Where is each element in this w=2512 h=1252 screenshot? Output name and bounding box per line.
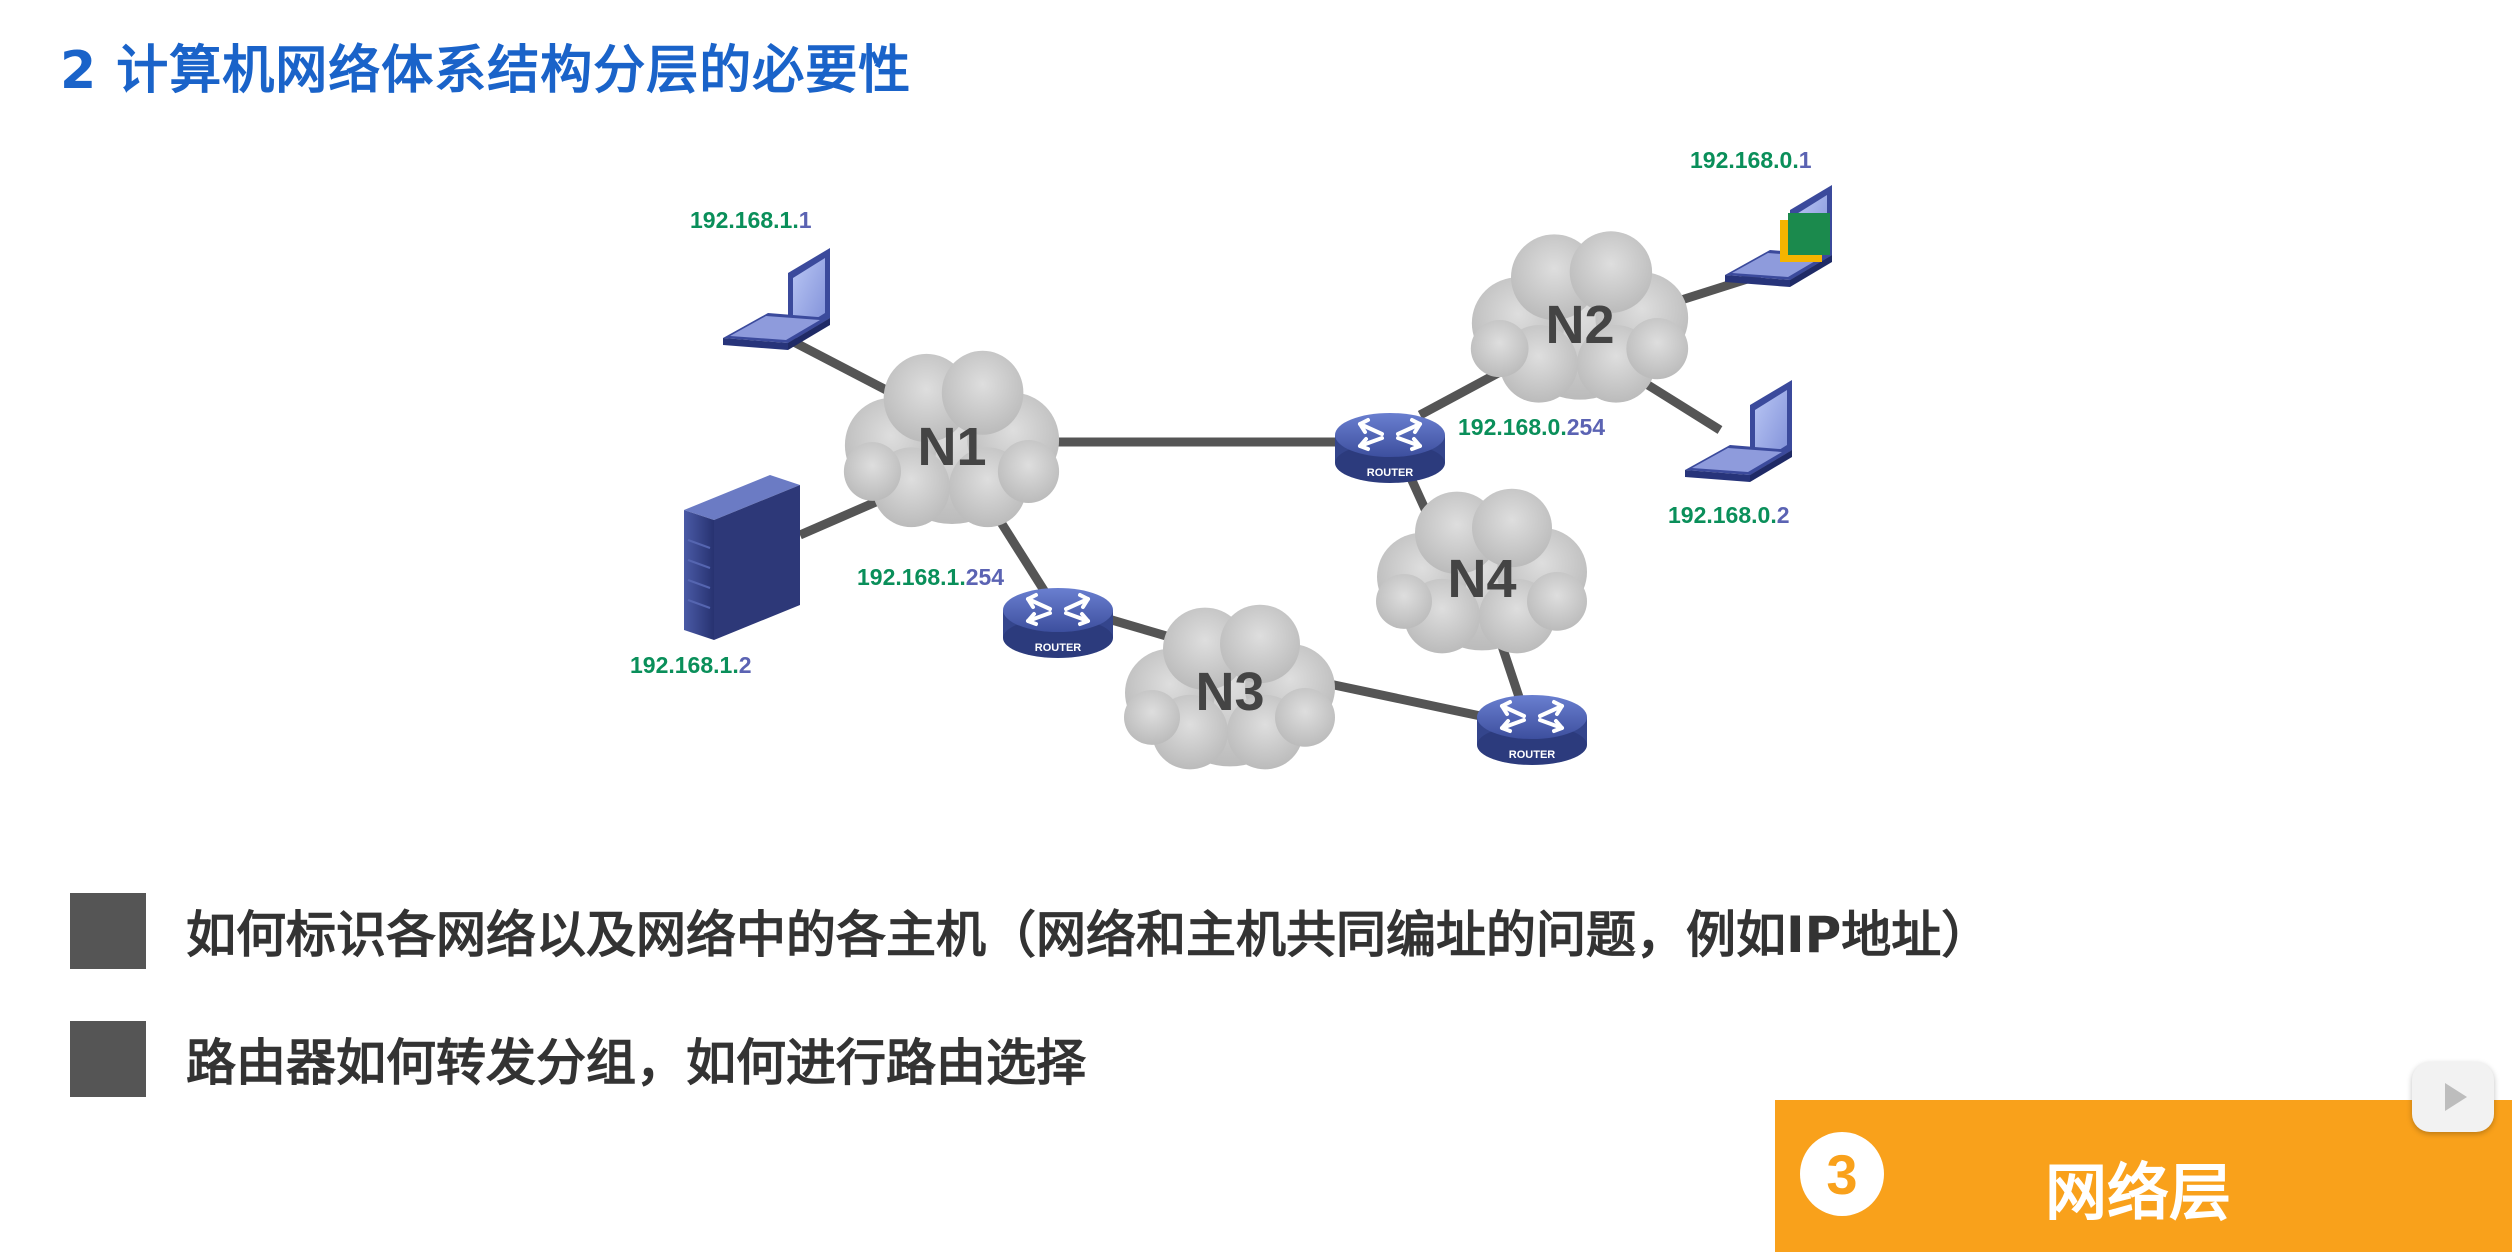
- ip-laptop-n1: 192.168.1.1: [690, 207, 812, 233]
- page-title: 2 计算机网络体系结构分层的必要性: [60, 41, 912, 101]
- link-laptop-n1: [787, 336, 893, 396]
- network-label-n4: N4: [1447, 549, 1516, 609]
- network-cloud-n3: N3: [1124, 604, 1335, 770]
- laptop-n2-bottom-icon: [1685, 380, 1792, 482]
- ip-router-n2-port: 192.168.0.254: [1458, 414, 1605, 440]
- bullet-square-icon: [70, 1021, 146, 1097]
- selection-marker-green: [1788, 213, 1830, 255]
- bullet-text: 如何标识各网络以及网络中的各主机（网络和主机共同编址的问题，例如IP地址）: [186, 906, 1992, 964]
- bullet-item: 路由器如何转发分组，如何进行路由选择: [70, 1020, 1086, 1098]
- layer-name-label: 网络层: [2045, 1156, 2232, 1229]
- router-label: ROUTER: [1509, 749, 1556, 761]
- laptop-n1-icon: [723, 248, 830, 350]
- router-n1-n2-n4: ROUTER: [1333, 411, 1447, 485]
- network-label-n1: N1: [917, 417, 986, 477]
- ip-laptop-n2-bottom: 192.168.0.2: [1668, 502, 1790, 528]
- ip-laptop-n2-top: 192.168.0.1: [1690, 147, 1812, 173]
- bullet-square-icon: [70, 893, 146, 969]
- layer-number-badge: 3: [1800, 1132, 1884, 1216]
- link-server-n1: [798, 493, 887, 540]
- network-cloud-n2: N2: [1470, 231, 1689, 403]
- link-router2-n2: [1417, 368, 1503, 419]
- play-icon: [2445, 1083, 2467, 1111]
- router-n3-n4: ROUTER: [1475, 693, 1589, 767]
- bullet-item: 如何标识各网络以及网络中的各主机（网络和主机共同编址的问题，例如IP地址）: [70, 892, 1991, 970]
- server-icon: [684, 475, 800, 640]
- link-n3-router3: [1319, 677, 1491, 723]
- laptop-n2-top-icon: [1725, 185, 1832, 287]
- link-n2-laptop2: [1637, 376, 1723, 434]
- router-label: ROUTER: [1035, 642, 1082, 654]
- network-label-n3: N3: [1195, 662, 1264, 722]
- play-button[interactable]: [2412, 1062, 2494, 1132]
- ip-router-n1-port: 192.168.1.254: [857, 564, 1004, 590]
- ip-server-n1: 192.168.1.2: [630, 652, 752, 678]
- network-cloud-n4: N4: [1376, 488, 1587, 654]
- router-n1-n3: ROUTER: [1001, 586, 1115, 660]
- layer-badge: 3 网络层: [1775, 1100, 2512, 1252]
- bullet-text: 路由器如何转发分组，如何进行路由选择: [186, 1034, 1086, 1092]
- router-label: ROUTER: [1367, 467, 1414, 479]
- network-cloud-n1: N1: [843, 350, 1060, 528]
- network-label-n2: N2: [1545, 295, 1614, 355]
